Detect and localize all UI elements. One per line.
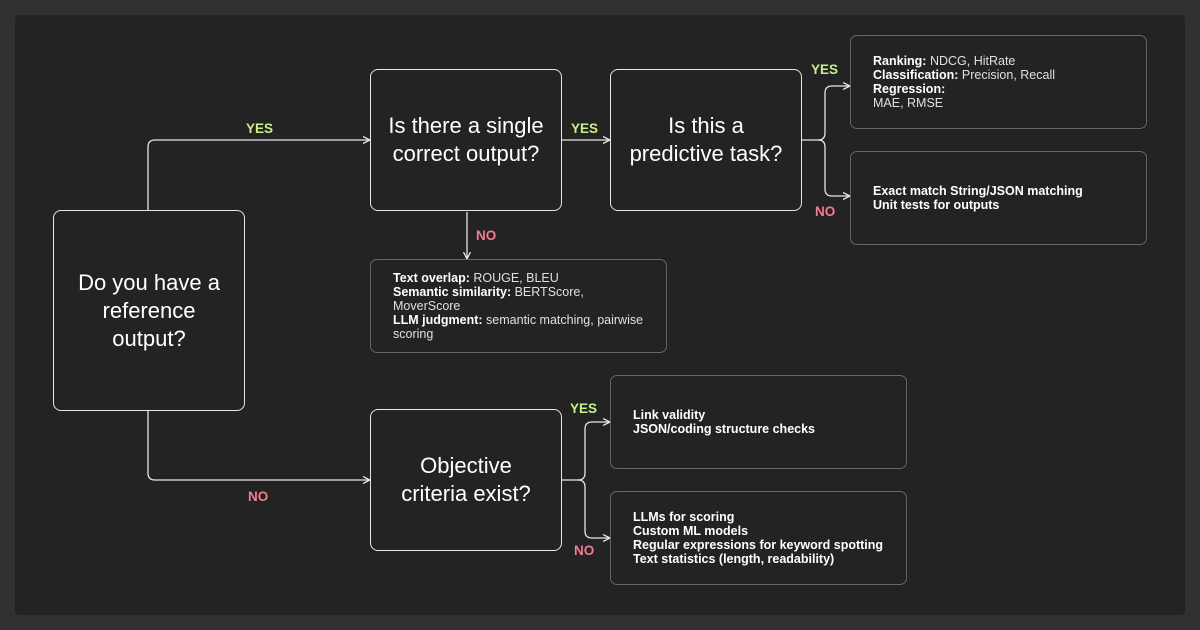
single-no-label: NO: [476, 228, 497, 243]
structure-checks-line: JSON/coding structure checks: [633, 422, 816, 436]
regex-line: Regular expressions for keyword spotting: [633, 538, 884, 552]
edge-predictive-trunk: [802, 86, 850, 141]
llm-scoring-line: LLMs for scoring: [633, 510, 735, 524]
edge-objective-trunk: [562, 422, 610, 481]
objective-criteria-node: Objective criteria exist?: [370, 409, 562, 551]
predictive-task-text: Is this a predictive task?: [629, 113, 783, 166]
objective-checks-box: Link validity JSON/coding structure chec…: [610, 375, 907, 469]
exact-match-box: Exact match String/JSON matching Unit te…: [850, 151, 1147, 245]
predictive-yes-label: YES: [811, 62, 839, 77]
custom-ml-line: Custom ML models: [633, 524, 749, 538]
llm-judgment-line: LLM judgment: semantic matching, pairwis…: [393, 313, 644, 341]
objective-criteria-text: Objective criteria exist?: [401, 453, 531, 506]
edge-predictive-no: [824, 147, 850, 196]
link-validity-line: Link validity: [633, 408, 706, 422]
reference-output-text: Do you have a reference output?: [78, 269, 220, 351]
edge-objective-no: [584, 487, 610, 538]
semantic-similarity-line: Semantic similarity: BERTScore, MoverSco…: [393, 285, 584, 313]
exact-match-line: Exact match String/JSON matching: [873, 184, 1083, 198]
classification-regression-line: Classification: Precision, Recall Regres…: [873, 68, 1056, 110]
text-statistics-line: Text statistics (length, readability): [633, 552, 835, 566]
reference-no-label: NO: [248, 489, 269, 504]
diagram-canvas: [15, 15, 1185, 615]
single-yes-label: YES: [571, 121, 599, 136]
subjective-methods-box: LLMs for scoring Custom ML models Regula…: [610, 491, 907, 585]
unit-tests-line: Unit tests for outputs: [873, 198, 1000, 212]
text-overlap-line: Text overlap: ROUGE, BLEU: [393, 271, 559, 285]
objective-yes-label: YES: [570, 401, 598, 416]
objective-no-label: NO: [574, 543, 595, 558]
predictive-no-label: NO: [815, 204, 836, 219]
reference-output-node: Do you have a reference output?: [53, 210, 245, 411]
edge-reference-no: [147, 410, 370, 480]
predictive-task-node: Is this a predictive task?: [610, 69, 802, 211]
edge-reference-yes: [147, 140, 370, 210]
single-correct-output-node: Is there a single correct output?: [370, 69, 562, 211]
ranking-line: Ranking: NDCG, HitRate: [873, 54, 1016, 68]
predictive-metrics-box: Ranking: NDCG, HitRate Classification: P…: [850, 35, 1147, 129]
reference-yes-label: YES: [246, 121, 274, 136]
single-correct-output-text: Is there a single correct output?: [388, 113, 544, 166]
open-ended-metrics-box: Text overlap: ROUGE, BLEU Semantic simil…: [370, 259, 667, 353]
